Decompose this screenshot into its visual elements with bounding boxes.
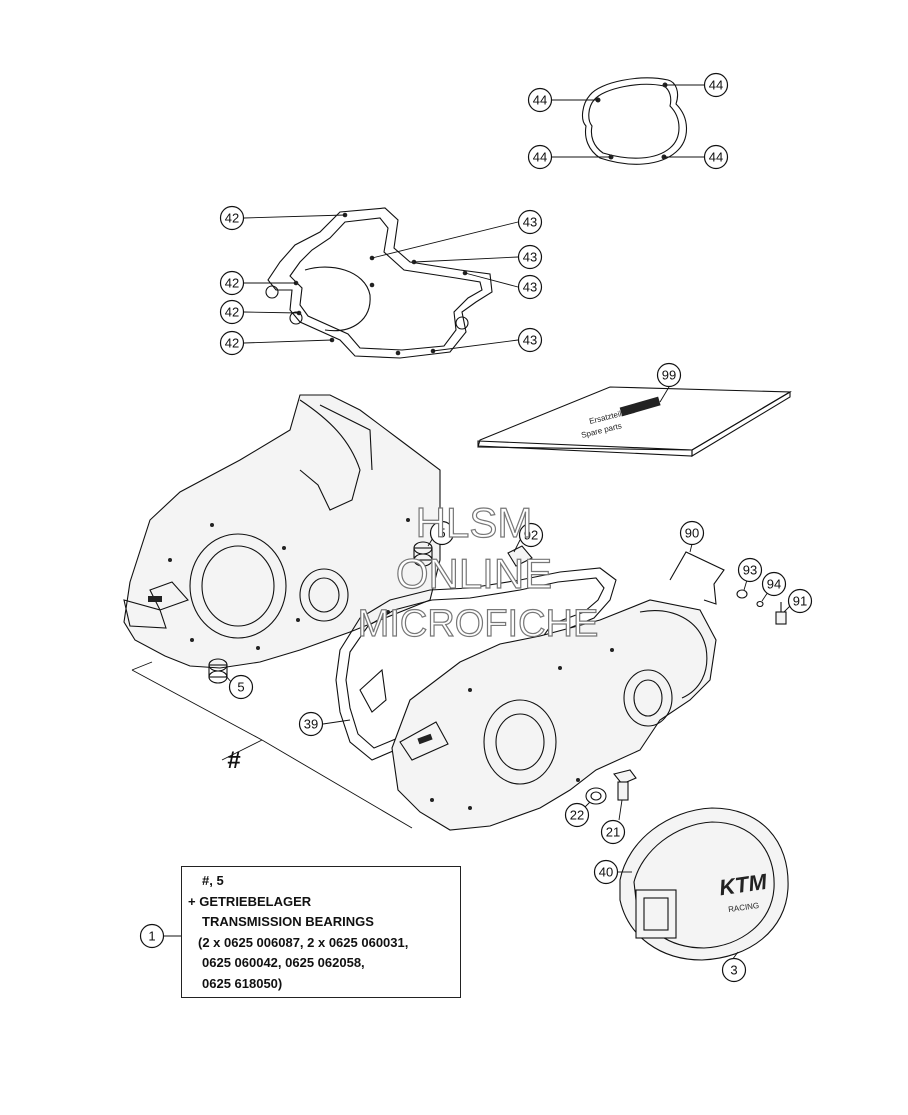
legend-line-3: TRANSMISSION BEARINGS [202,914,374,929]
callout-42-c: 42 [219,299,245,325]
sealing-ring-22 [585,787,607,805]
svg-text:91: 91 [793,594,807,609]
svg-text:44: 44 [533,93,547,108]
callout-22: 22 [564,802,590,828]
svg-text:90: 90 [685,526,699,541]
svg-text:42: 42 [225,276,239,291]
legend-line-4: (2 x 0625 006087, 2 x 0625 060031, [198,934,409,950]
callout-43-a: 43 [517,209,543,235]
callout-44-c: 44 [527,144,553,170]
callout-21: 21 [600,819,626,845]
svg-text:5: 5 [237,680,244,695]
crankcase-gasket [265,207,493,359]
svg-text:44: 44 [533,150,547,165]
svg-text:42: 42 [225,336,239,351]
callout-43-c: 43 [517,274,543,300]
svg-text:3: 3 [730,963,737,978]
callout-94: 94 [761,571,787,597]
callout-1: 1 [139,923,165,949]
legend-line-1: #, 5 [202,873,224,888]
svg-text:42: 42 [225,305,239,320]
callout-5-lower: 5 [228,674,254,700]
callout-5-upper: 5 [429,520,455,546]
svg-text:93: 93 [743,563,757,578]
center-gasket [335,567,617,761]
left-crankcase-half [123,394,441,669]
svg-text:43: 43 [523,333,537,348]
svg-text:21: 21 [606,825,620,840]
bearing-upper [413,541,433,567]
callout-42-d: 42 [219,330,245,356]
ignition-cover: KTM RACING [619,807,789,961]
watermark-line-2: ONLINE [396,550,552,597]
svg-text:44: 44 [709,150,723,165]
svg-text:42: 42 [225,211,239,226]
svg-text:94: 94 [767,577,781,592]
ignition-cover-gasket [581,77,688,165]
legend-box: #, 5 + GETRIEBELAGER TRANSMISSION BEARIN… [181,866,461,998]
callout-42-a: 42 [219,205,245,231]
svg-text:92: 92 [524,528,538,543]
spring-clip [669,551,725,605]
callout-99: 99 [656,362,682,388]
callout-44-d: 44 [703,144,729,170]
callout-3: 3 [721,957,747,983]
svg-text:22: 22 [570,808,584,823]
legend-line-2: + GETRIEBELAGER [188,893,312,909]
callout-40: 40 [593,859,619,885]
watermark-line-1: HLSM [416,499,533,546]
svg-text:43: 43 [523,215,537,230]
callout-42-b: 42 [219,270,245,296]
spare-parts-manual: Ersatzteilliste Spare parts [477,386,792,457]
callout-44-a: 44 [527,87,553,113]
washer-94 [756,600,764,608]
svg-text:43: 43 [523,250,537,265]
cover-sub: RACING [728,901,760,914]
watermark: HLSM ONLINE MICROFICHE [357,498,599,645]
callout-92: 92 [518,522,544,548]
bolt-91 [775,602,787,625]
legend-line-5: 0625 060042, 0625 062058, [202,955,365,970]
callout-93: 93 [737,557,763,583]
drain-plug-21 [613,769,637,801]
svg-text:44: 44 [709,78,723,93]
svg-text:43: 43 [523,280,537,295]
right-crankcase-half [391,599,717,831]
svg-text:5: 5 [438,526,445,541]
washer-93 [736,589,748,599]
callout-44-b: 44 [703,72,729,98]
callout-90: 90 [679,520,705,546]
legend-line-6: 0625 618050) [202,975,283,991]
svg-text:40: 40 [599,865,613,880]
watermark-line-3: MICROFICHE [358,603,599,645]
callout-43-b: 43 [517,244,543,270]
manual-title-2: Spare parts [580,421,622,440]
callout-91: 91 [787,588,813,614]
svg-text:39: 39 [304,717,318,732]
svg-text:99: 99 [662,368,676,383]
callout-39: 39 [298,711,324,737]
callout-43-d: 43 [517,327,543,353]
svg-text:1: 1 [148,929,155,944]
hash-mark: # [227,747,240,774]
